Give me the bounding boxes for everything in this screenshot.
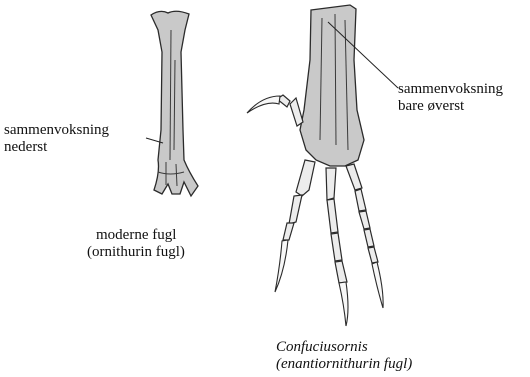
- confuciusornis-foot: [247, 5, 383, 326]
- modern-bird-tarsometatarsus: [151, 11, 198, 196]
- label-fusion-lower-line2: nederst: [4, 139, 47, 156]
- label-modern-bird-line2: (ornithurin fugl): [87, 244, 185, 261]
- label-fusion-upper-line2: bare øverst: [398, 98, 464, 115]
- label-confuciusornis-line2: (enantiornithurin fugl): [276, 356, 412, 373]
- label-confuciusornis-line1: Confuciusornis: [276, 339, 368, 356]
- label-modern-bird-line1: moderne fugl: [96, 227, 176, 244]
- label-fusion-upper-line1: sammenvoksning: [398, 81, 503, 98]
- label-fusion-lower-line1: sammenvoksning: [4, 122, 109, 139]
